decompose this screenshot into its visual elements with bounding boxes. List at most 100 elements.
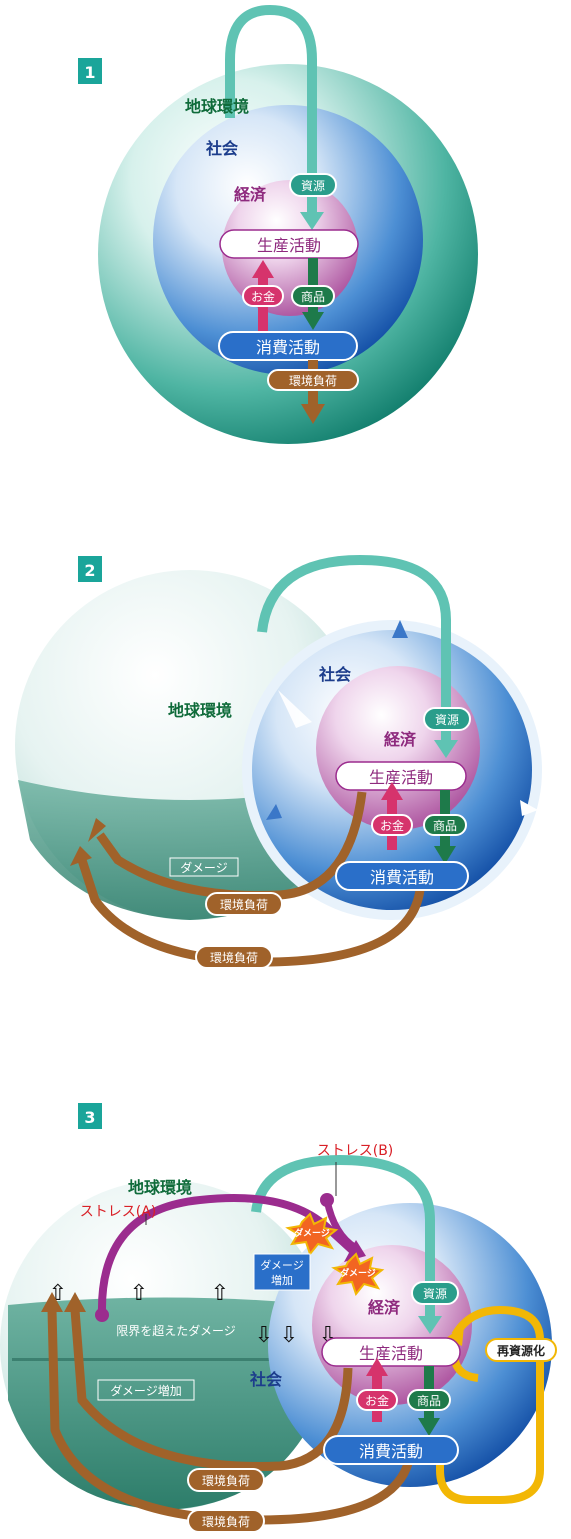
- env-load-arc-inner: [70, 1309, 353, 1471]
- panel-number: 3: [84, 1108, 95, 1127]
- stress-b-origin: [320, 1193, 334, 1207]
- resource-pill: [289, 173, 337, 197]
- damage-increase-frame: [97, 1379, 195, 1401]
- earth-label: 地球環境: [168, 701, 232, 720]
- money-label: お金: [251, 289, 275, 304]
- resource-label: 資源: [435, 713, 459, 727]
- env-load-pill-2: [187, 1509, 265, 1533]
- expand-arrow-left: [278, 690, 312, 728]
- economy-label: 経済: [368, 1298, 401, 1317]
- hollow-up-arrow-icon: ⇧: [130, 1281, 148, 1306]
- env-load-arc-outer-head: [41, 1292, 63, 1312]
- damage-increase-label: ダメージ増加: [110, 1383, 181, 1398]
- expand-arrow-up: [392, 620, 408, 638]
- hollow-down-arrow-icon: ⇩: [255, 1323, 273, 1348]
- money-arrowhead: [252, 260, 274, 278]
- env-load-pill-1: [205, 892, 283, 916]
- panel-number: 2: [84, 561, 95, 580]
- expand-arrow-down-left: [266, 804, 282, 820]
- consumption-pill: [323, 1435, 459, 1465]
- env-load-pill-2: [195, 945, 273, 969]
- recycle-label: 再資源化: [497, 1343, 545, 1358]
- resource-arrowhead: [434, 740, 458, 758]
- consumption-pill: [218, 331, 358, 361]
- stress-a-arrowhead: [344, 1240, 366, 1262]
- over-limit-label: 限界を超えたダメージ: [116, 1323, 235, 1338]
- money-label: お金: [365, 1393, 389, 1408]
- goods-label: 商品: [433, 818, 457, 833]
- consumption-pill: [335, 861, 469, 891]
- stress-a-label: ストレス(A): [80, 1204, 157, 1220]
- money-label: お金: [380, 818, 404, 833]
- earth-label: 地球環境: [128, 1178, 192, 1197]
- hollow-up-arrow-icon: ⇧: [211, 1281, 229, 1306]
- env-load-label-2: 環境負荷: [210, 950, 258, 965]
- society-label: 社会: [318, 665, 351, 684]
- money-arrowhead: [366, 1358, 388, 1376]
- production-pill: [335, 761, 467, 791]
- stress-b-label: ストレス(B): [317, 1143, 394, 1159]
- env-load-arc-inner-head: [88, 818, 106, 842]
- env-load-pill: [267, 369, 359, 391]
- production-pill: [219, 229, 359, 259]
- panel-1: 1 地球環境 社会 経済 資源 生産活動 お金 商品 消費活動 環境負荷: [78, 4, 478, 444]
- production-pill: [321, 1337, 461, 1367]
- resource-arrow: [225, 4, 317, 215]
- panel-3: 3 再資源化 地球環境 ストレス(B) ストレス(A) ダメージ ダメージ: [0, 1103, 557, 1533]
- damage-increase-box-line-1: ダメージ: [260, 1258, 303, 1272]
- consumption-label: 消費活動: [370, 868, 434, 887]
- goods-pill: [423, 814, 467, 836]
- env-load-label: 環境負荷: [289, 373, 337, 388]
- goods-pill: [407, 1389, 451, 1411]
- panel-number: 1: [84, 63, 95, 82]
- recycle-arrowhead: [446, 1326, 464, 1346]
- goods-label: 商品: [417, 1393, 441, 1408]
- money-pill: [371, 814, 413, 836]
- damage-burst-label-1: ダメージ: [294, 1227, 330, 1239]
- resource-arrow: [257, 554, 451, 742]
- earth-water-level: [8, 1297, 322, 1510]
- env-load-arc-inner: [96, 791, 367, 901]
- money-pill: [242, 285, 284, 307]
- panel-number-badge: [78, 556, 102, 582]
- money-arrowhead: [381, 782, 403, 800]
- money-pill: [356, 1389, 398, 1411]
- production-label: 生産活動: [257, 236, 321, 255]
- society-label: 社会: [249, 1370, 282, 1389]
- earth-label: 地球環境: [185, 97, 249, 116]
- env-load-arrowhead: [301, 404, 325, 424]
- production-label: 生産活動: [369, 768, 433, 787]
- expand-arrow-right: [520, 800, 538, 816]
- recycle-loop: [436, 1305, 544, 1504]
- goods-arrowhead: [434, 846, 456, 864]
- env-load-label-1: 環境負荷: [202, 1473, 250, 1488]
- panel-number-badge: [78, 58, 102, 84]
- resource-pill: [423, 707, 471, 731]
- damage-box: [169, 857, 239, 877]
- resource-label: 資源: [301, 179, 325, 193]
- damage-burst-label-2: ダメージ: [340, 1267, 376, 1279]
- stress-a-arc: [97, 1194, 355, 1314]
- env-load-label-2: 環境負荷: [202, 1514, 250, 1529]
- goods-label: 商品: [301, 289, 325, 304]
- resource-label: 資源: [423, 1287, 447, 1301]
- economy-label: 経済: [234, 185, 267, 204]
- hollow-down-arrow-icon: ⇩: [280, 1323, 298, 1348]
- damage-label: ダメージ: [180, 860, 227, 875]
- damage-increase-box: [253, 1253, 311, 1291]
- recycle-pill: [485, 1338, 557, 1362]
- stress-a-origin: [95, 1308, 109, 1322]
- env-load-arc-inner-head: [64, 1292, 86, 1312]
- env-load-pill-1: [187, 1468, 265, 1492]
- panel-2: 2 地球環境 社会 経済 資源 生産活動 お金: [15, 554, 542, 969]
- goods-arrowhead: [418, 1418, 440, 1436]
- resource-pill: [411, 1281, 459, 1305]
- panel-number-badge: [78, 1103, 102, 1129]
- resource-arrowhead: [300, 212, 324, 230]
- env-load-arc-outer-head: [70, 846, 92, 866]
- resource-arrow: [251, 1154, 435, 1318]
- damage-burst-1: [285, 1212, 339, 1257]
- consumption-label: 消費活動: [256, 338, 320, 357]
- goods-arrowhead: [302, 312, 324, 330]
